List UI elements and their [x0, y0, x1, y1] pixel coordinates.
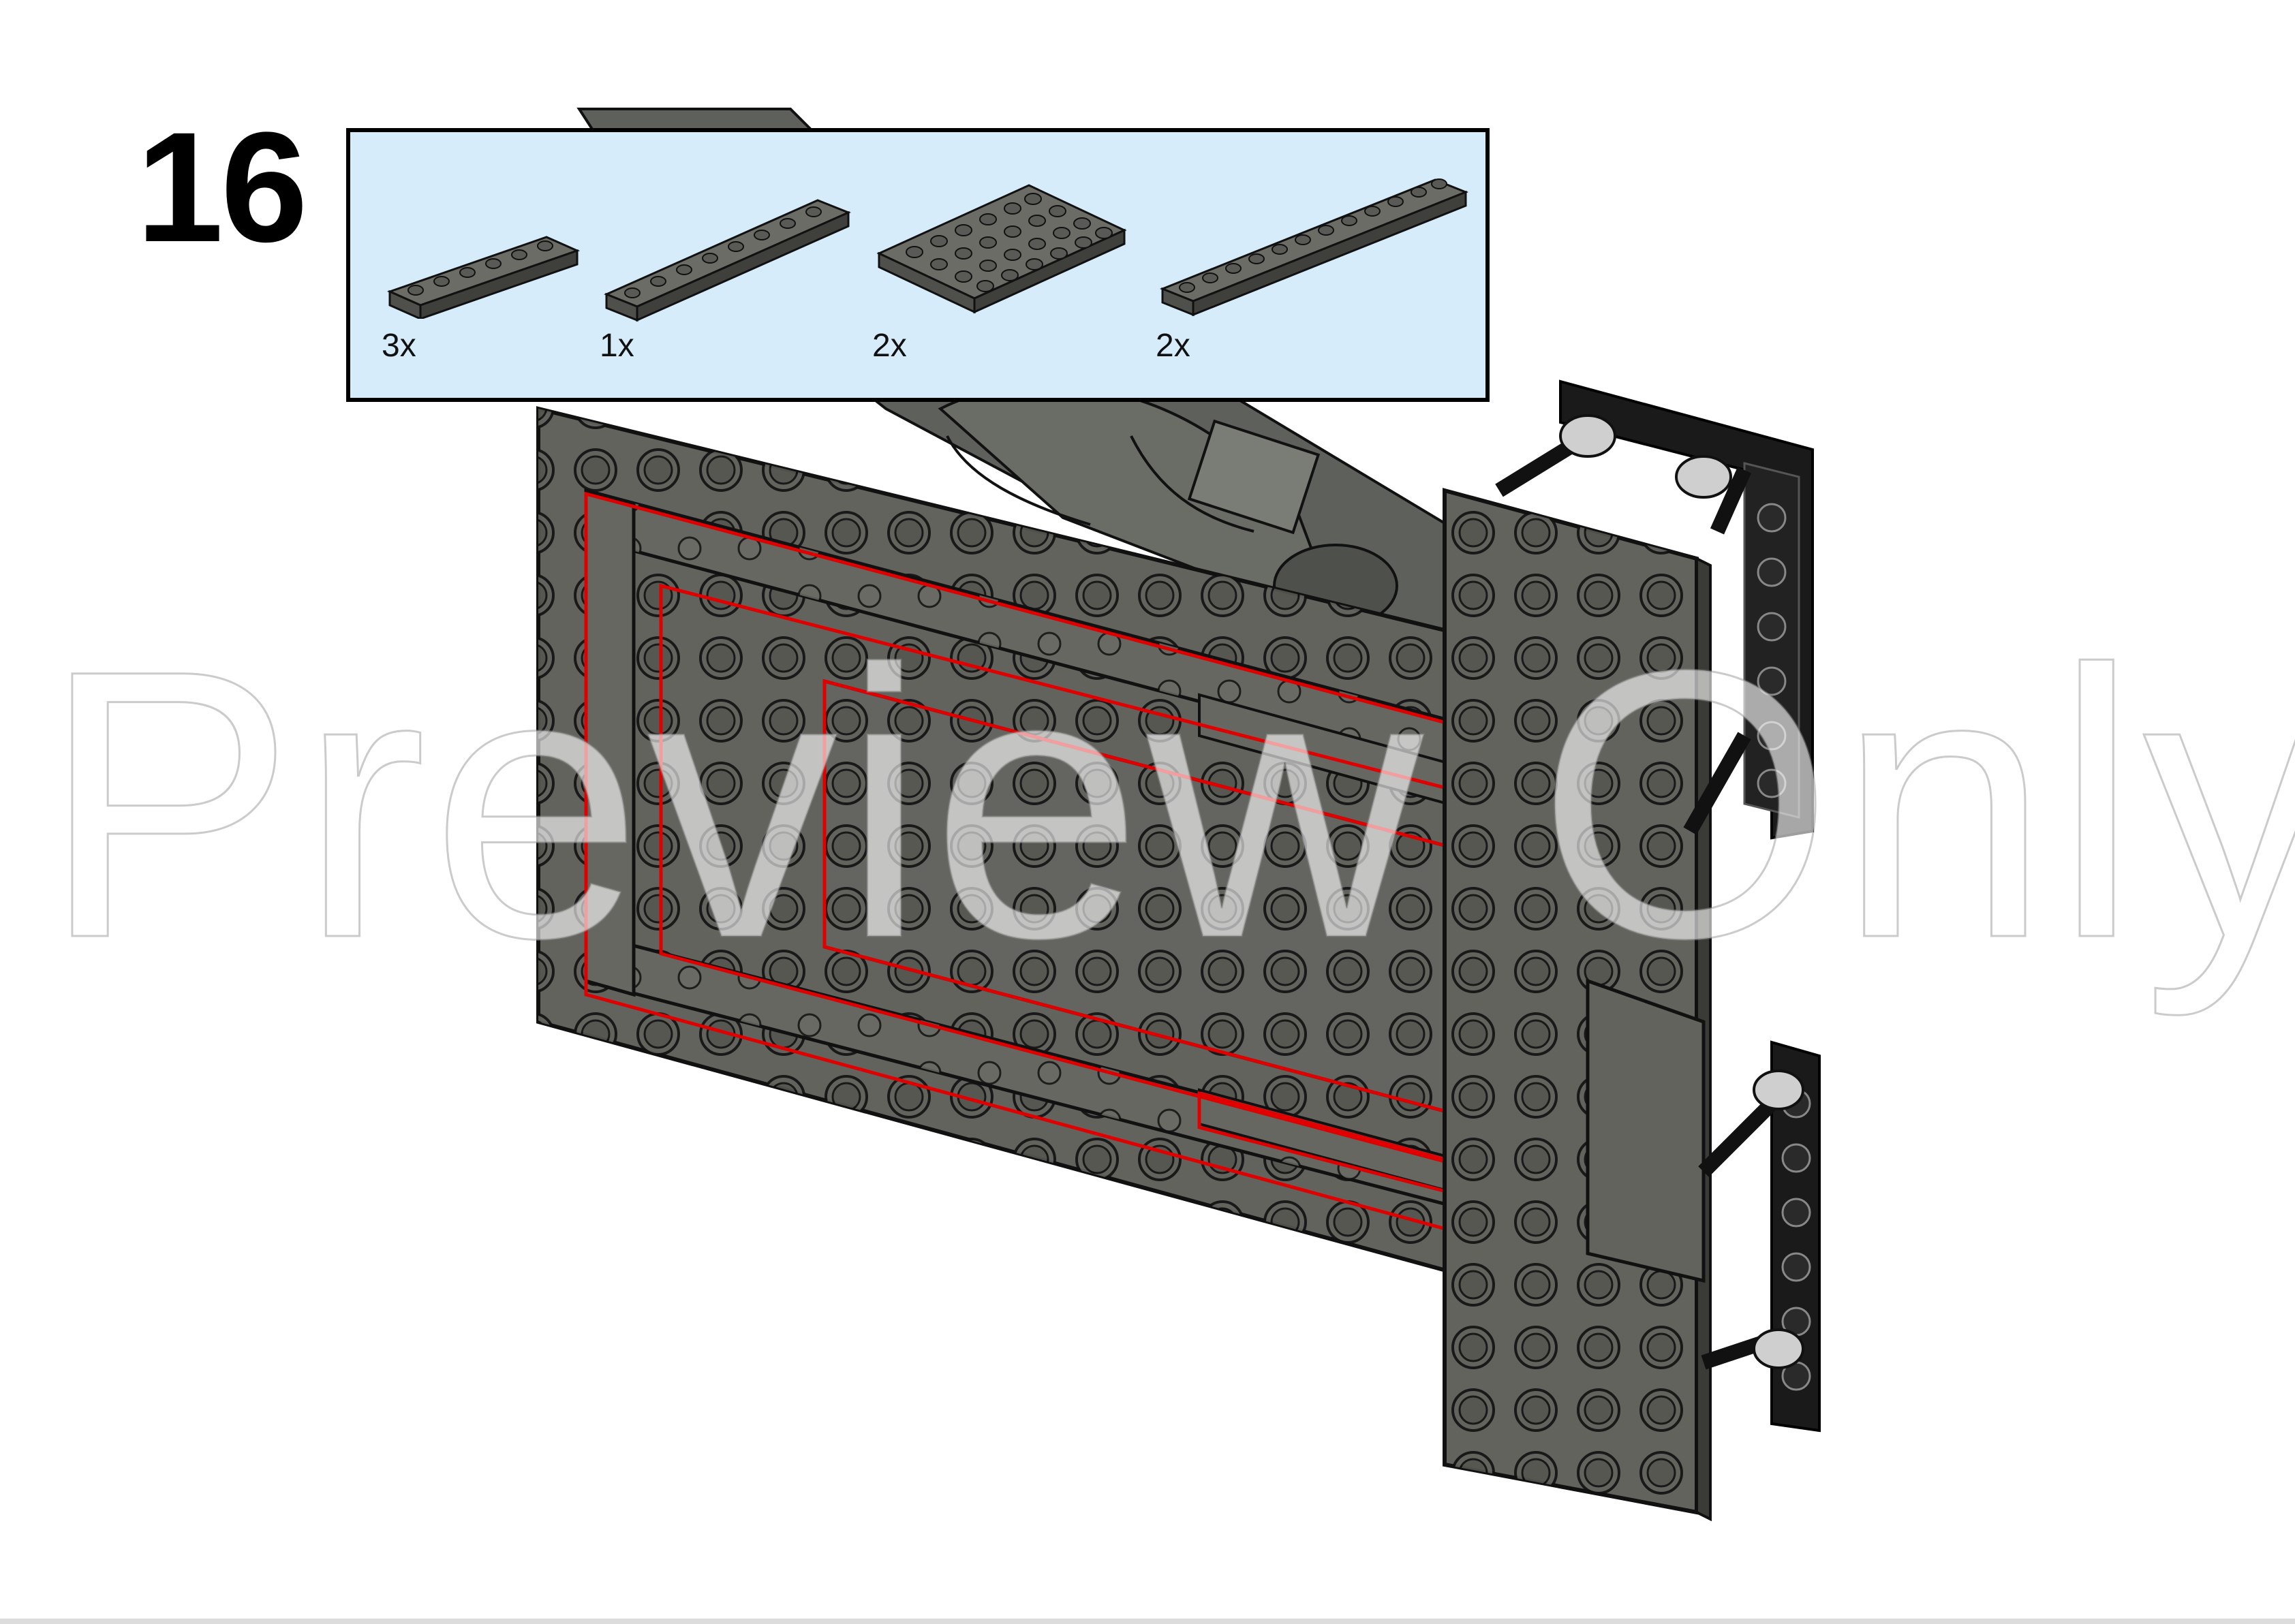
step-number: 16 [136, 99, 308, 275]
main-wall-panel [536, 406, 1637, 1277]
plate-1x8-icon [604, 199, 851, 322]
parts-list-panel: 3x 1x [346, 128, 1490, 402]
part-plate-4x6 [872, 165, 1131, 332]
plate-1x12-icon [1159, 178, 1469, 317]
technic-bracket-top [1495, 379, 1814, 840]
preview-watermark: Preview Only [40, 591, 2295, 1017]
part-plate-1x6 [383, 217, 587, 322]
part-plate-1x8 [600, 180, 859, 326]
part-quantity: 2x [1156, 328, 1190, 364]
page-bottom-divider [0, 1619, 2295, 1624]
part-quantity: 1x [600, 328, 634, 364]
plate-1x6-icon [386, 236, 581, 321]
part-plate-1x12 [1156, 159, 1476, 326]
part-quantity: 2x [872, 328, 907, 364]
plate-4x6-icon [876, 184, 1127, 314]
part-quantity: 3x [382, 328, 416, 364]
right-plate-column [1443, 488, 1712, 1522]
technic-bracket-bottom [1698, 1040, 1821, 1433]
